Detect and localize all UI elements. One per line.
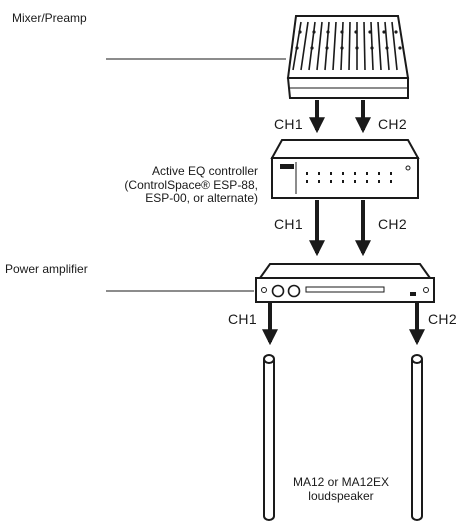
power-amplifier-icon [255,263,435,303]
amplifier-label: Power amplifier [5,262,88,276]
channel-label-ch2: CH2 [378,216,407,232]
loudspeaker-label-line: loudspeaker [308,488,374,503]
channel-label-ch1: CH1 [274,216,303,232]
eq-label-line: ESP-00, or alternate) [145,191,258,205]
loudspeaker-right-icon [411,354,423,521]
loudspeaker-label: MA12 or MA12EX loudspeaker [282,475,400,503]
channel-label-ch2: CH2 [378,116,407,132]
eq-label-line: (ControlSpace® ESP-88, [124,177,258,192]
mixer-console-icon [286,15,410,99]
channel-label-ch1: CH1 [274,116,303,132]
signal-arrows [262,100,425,346]
loudspeaker-left-icon [263,354,275,521]
eq-controller-label: Active EQ controller (ControlSpace® ESP-… [118,164,258,206]
loudspeaker-label-line: MA12 or MA12EX [292,475,390,489]
mixer-label: Mixer/Preamp [12,11,87,25]
channel-label-ch1: CH1 [228,311,257,327]
channel-label-ch2: CH2 [428,311,457,327]
eq-controller-icon [270,139,420,199]
eq-label-line: Active EQ controller [151,164,258,178]
